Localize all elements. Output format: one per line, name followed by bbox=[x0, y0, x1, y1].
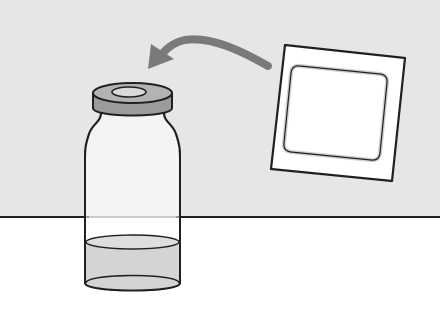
vial-liquid-surface bbox=[86, 235, 179, 249]
vial-stopper bbox=[112, 87, 146, 97]
swab-packet-inner-pad bbox=[284, 66, 387, 160]
alcohol-swab-packet bbox=[271, 45, 405, 181]
table-surface bbox=[0, 217, 440, 323]
